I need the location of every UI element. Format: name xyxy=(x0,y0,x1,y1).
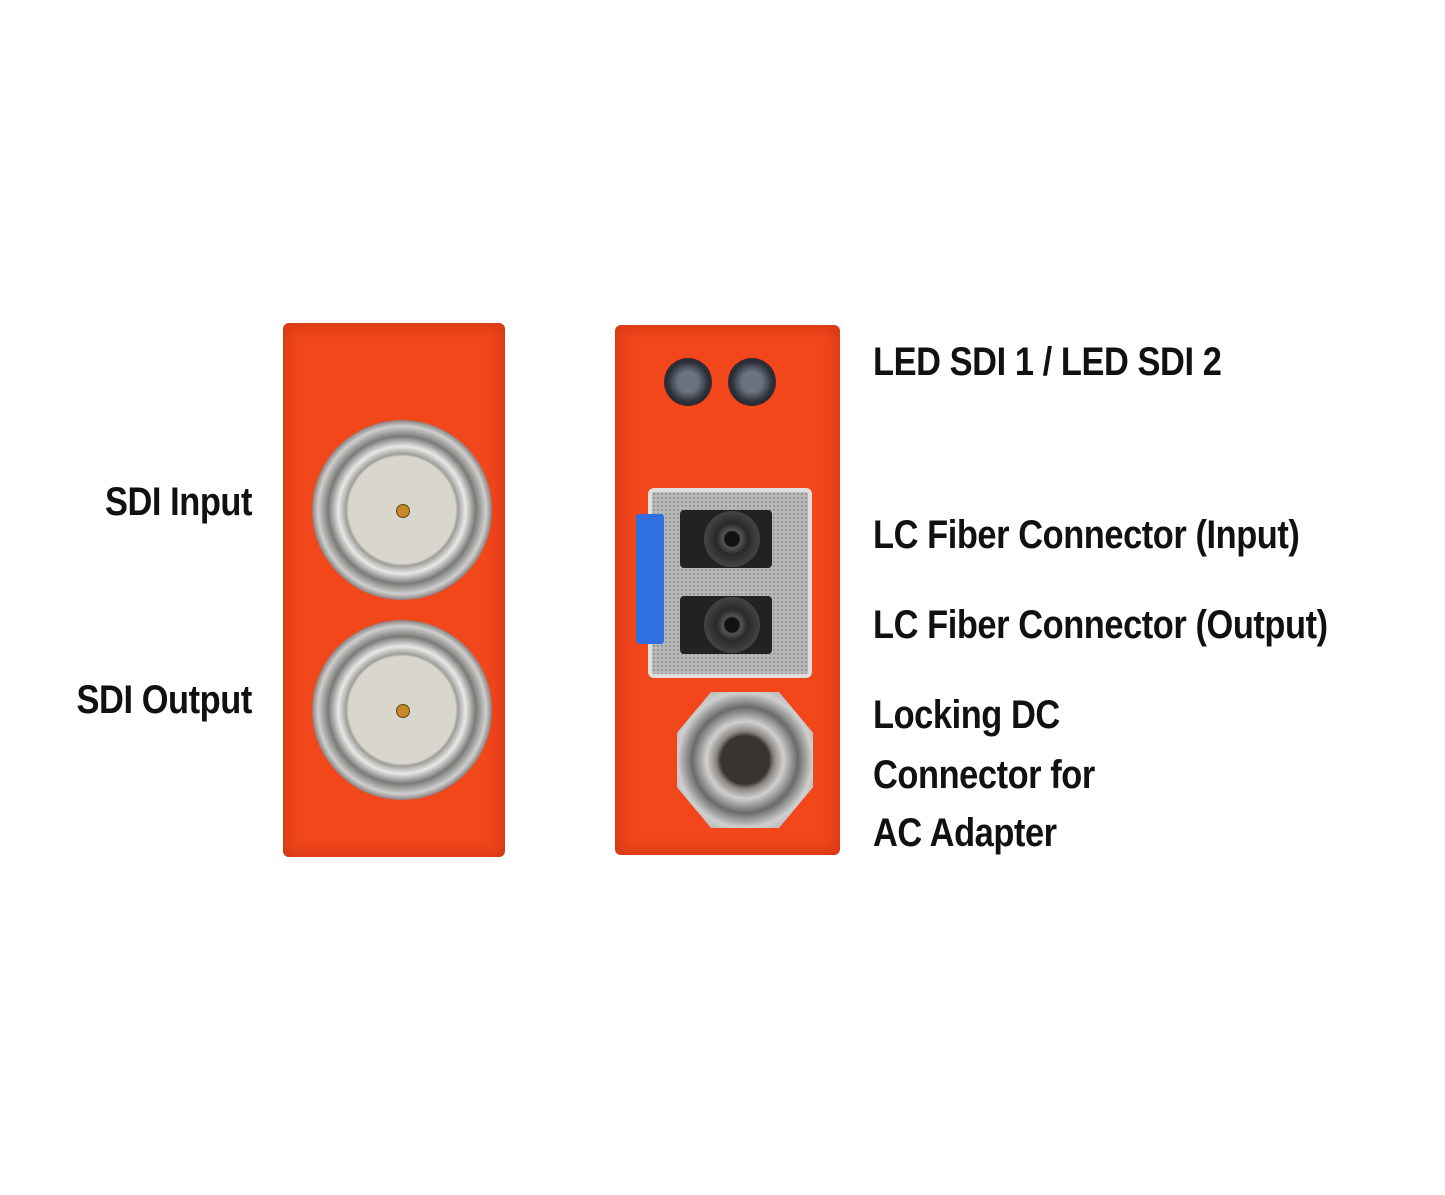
left-device-panel xyxy=(283,323,505,857)
lc-input-label: LC Fiber Connector (Input) xyxy=(873,513,1300,557)
led-label: LED SDI 1 / LED SDI 2 xyxy=(873,340,1222,384)
dc-label-line2: Connector for xyxy=(873,753,1095,797)
fiber-ferrule xyxy=(704,597,760,653)
sfp-cage xyxy=(636,488,812,678)
lc-output-port xyxy=(680,596,772,654)
led-sdi-2 xyxy=(728,358,776,406)
dc-label-line3: AC Adapter xyxy=(873,811,1057,855)
sdi-output-bnc-connector xyxy=(312,620,492,800)
bnc-pin xyxy=(396,704,410,718)
sdi-output-label: SDI Output xyxy=(76,678,253,722)
dc-label-line1: Locking DC xyxy=(873,693,1060,737)
sdi-input-label: SDI Input xyxy=(104,480,253,524)
lc-input-port xyxy=(680,510,772,568)
led-sdi-1 xyxy=(664,358,712,406)
right-device-panel xyxy=(615,325,840,855)
bnc-pin xyxy=(396,504,410,518)
sdi-input-bnc-connector xyxy=(312,420,492,600)
sfp-latch xyxy=(636,514,664,644)
lc-output-label: LC Fiber Connector (Output) xyxy=(873,603,1328,647)
locking-dc-connector xyxy=(677,692,813,828)
fiber-ferrule xyxy=(704,511,760,567)
